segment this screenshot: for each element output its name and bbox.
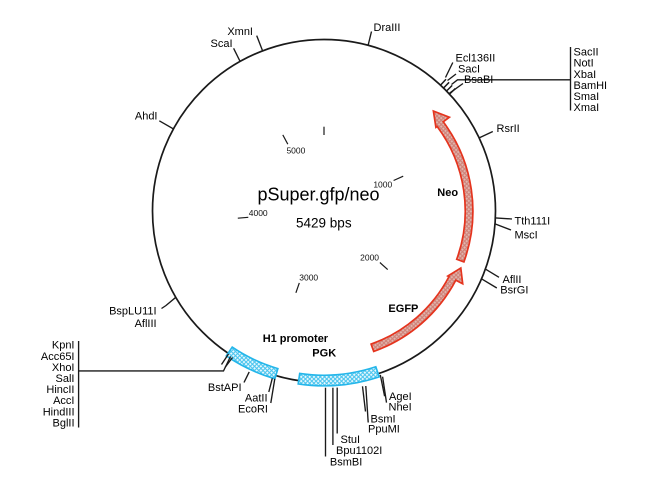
svg-text:RsrII: RsrII [497,123,520,135]
svg-text:Ecl136II: Ecl136II [456,53,496,65]
svg-text:BamHI: BamHI [574,80,608,92]
svg-text:SacII: SacII [574,47,599,59]
svg-text:BsrGI: BsrGI [500,284,528,296]
svg-text:DraIII: DraIII [374,22,401,34]
svg-text:ScaI: ScaI [210,38,232,50]
svg-text:Bpu1102I: Bpu1102I [336,445,382,457]
svg-text:Neo: Neo [437,187,458,199]
svg-text:NheI: NheI [389,402,412,414]
svg-text:XmnI: XmnI [227,26,253,38]
svg-text:PGK: PGK [312,347,336,359]
svg-text:Tth111I: Tth111I [515,215,551,227]
svg-text:BsaBI: BsaBI [464,74,493,86]
svg-text:5000: 5000 [286,145,305,155]
svg-text:BglII: BglII [52,417,74,429]
svg-text:XbaI: XbaI [574,69,597,81]
svg-text:SmaI: SmaI [574,91,600,103]
svg-text:NotI: NotI [574,58,594,70]
svg-text:2000: 2000 [360,253,379,263]
svg-text:SalI: SalI [56,373,75,385]
svg-text:AflIII: AflIII [135,318,157,330]
svg-text:MscI: MscI [515,229,538,241]
svg-text:AhdI: AhdI [135,111,158,123]
svg-text:XhoI: XhoI [52,362,75,374]
svg-text:1000: 1000 [373,180,392,190]
svg-text:StuI: StuI [341,434,361,446]
svg-text:XmaI: XmaI [574,102,600,114]
svg-text:BspLU11I: BspLU11I [109,306,157,318]
svg-text:KpnI: KpnI [52,340,75,352]
svg-text:3000: 3000 [299,272,318,282]
svg-text:Acc65I: Acc65I [41,351,75,363]
svg-text:HindIII: HindIII [43,406,75,418]
svg-text:BstAPI: BstAPI [208,382,242,394]
svg-text:HincII: HincII [46,384,74,396]
svg-text:BsmBI: BsmBI [330,457,362,469]
svg-text:5429 bps: 5429 bps [296,216,352,231]
svg-text:EGFP: EGFP [388,303,418,315]
svg-text:AatII: AatII [245,392,268,404]
svg-text:pSuper.gfp/neo: pSuper.gfp/neo [257,185,379,205]
svg-text:AflII: AflII [503,274,522,286]
svg-text:EcoRI: EcoRI [238,403,268,415]
svg-text:AccI: AccI [53,395,74,407]
svg-text:H1 promoter: H1 promoter [263,333,329,345]
svg-text:SacI: SacI [458,64,480,76]
svg-text:4000: 4000 [249,208,268,218]
svg-text:BsmI: BsmI [371,413,396,425]
svg-text:AgeI: AgeI [389,391,412,403]
svg-text:PpuMI: PpuMI [368,423,400,435]
